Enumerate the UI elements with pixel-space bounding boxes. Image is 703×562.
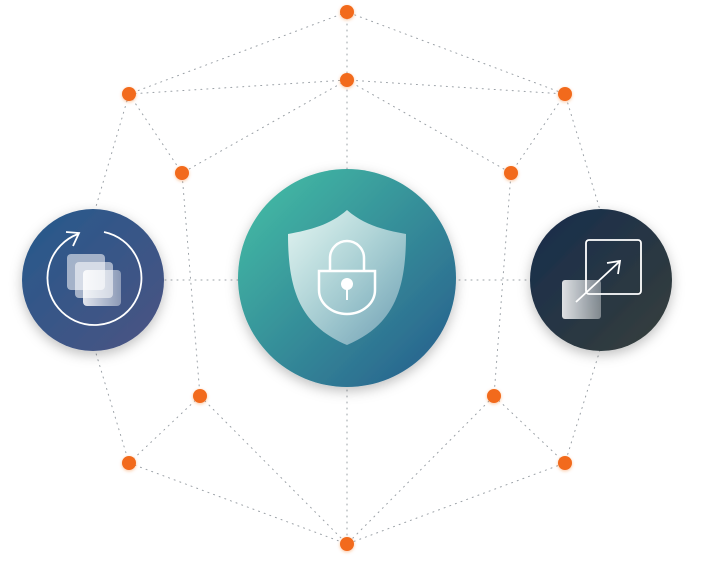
connection-lines: [94, 11, 601, 545]
node-bottom: [340, 537, 354, 551]
node-inner-top-left: [175, 166, 189, 180]
node-inner-top-right: [504, 166, 518, 180]
sync-layers-icon: [22, 209, 164, 351]
node-bottom-left: [122, 456, 136, 470]
network-nodes: [122, 5, 572, 551]
shield-lock-icon: [238, 169, 456, 387]
node-top-inner: [340, 73, 354, 87]
node-inner-bottom-left: [193, 389, 207, 403]
scale-expand-icon: [530, 209, 672, 351]
node-top-left: [122, 87, 136, 101]
node-inner-bottom-right: [487, 389, 501, 403]
node-top: [340, 5, 354, 19]
node-bottom-right: [558, 456, 572, 470]
node-top-right: [558, 87, 572, 101]
